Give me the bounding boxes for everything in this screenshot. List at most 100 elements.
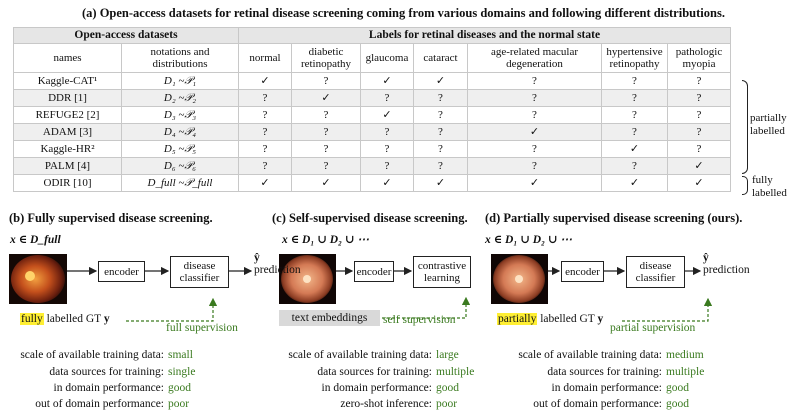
panel-d-flow [491, 254, 713, 322]
gt-label-b: fully labelled GT y [20, 313, 110, 325]
col-amd: age-related macular degeneration [467, 43, 602, 73]
stat-row-c: zero-shot inference: [340, 398, 432, 410]
y-hat-b: ŷ [254, 252, 260, 264]
table-row: Kaggle-HR² D₅ ~𝒫₅ ? ? ? ? ? ✓ ? [13, 140, 731, 158]
stat-value-d: good [666, 382, 689, 394]
label-cell: ✓ [667, 157, 731, 175]
encoder-box-b: encoder [98, 261, 145, 282]
stat-label: in domain performance: [551, 382, 663, 394]
panel-c-flow [279, 254, 471, 319]
stat-row-c: in domain performance: [322, 382, 433, 394]
stat-row-b: data sources for training: [49, 366, 164, 378]
stat-label: zero-shot inference: [340, 398, 432, 410]
optic-disc-c [303, 275, 311, 283]
gt-text-d: labelled GT [540, 313, 595, 325]
dataset-name: PALM [4] [13, 157, 122, 175]
dataset-name: Kaggle-HR² [13, 140, 122, 158]
stat-label: data sources for training: [547, 366, 662, 378]
supervision-label-c: self supervision [383, 314, 456, 326]
dashed-supervision-c [382, 296, 471, 319]
label-cell: ✓ [667, 174, 731, 192]
label-cell: ? [291, 140, 361, 158]
stat-row-c: scale of available training data: [288, 349, 432, 361]
stat-value-c: good [436, 382, 459, 394]
supervision-label-b: full supervision [166, 322, 238, 334]
label-cell: ? [238, 140, 292, 158]
table-row: PALM [4] D₆ ~𝒫₆ ? ? ? ? ? ? ✓ [13, 157, 731, 175]
stat-value-b: poor [168, 398, 190, 410]
dataset-notation: D₆ ~𝒫₆ [121, 157, 239, 175]
dataset-name: REFUGE2 [2] [13, 106, 122, 124]
table-row: ODIR [10] D_full ~𝒫_full ✓ ✓ ✓ ✓ ✓ ✓ ✓ [13, 174, 731, 192]
label-cell: ✓ [413, 174, 468, 192]
stat-row-b: out of domain performance: [35, 398, 164, 410]
stat-label: in domain performance: [53, 382, 165, 394]
col-notations: notations and distributions [121, 43, 239, 73]
panel-d-input: x ∈ D₁ ∪ D₂ ∪ ⋯ [485, 234, 572, 246]
dataset-name: Kaggle-CAT¹ [13, 72, 122, 90]
header-labels: Labels for retinal diseases and the norm… [238, 27, 731, 44]
dashed-supervision-b [126, 297, 218, 322]
table-row: ADAM [3] D₄ ~𝒫₄ ? ? ? ? ✓ ? ? [13, 123, 731, 141]
label-cell: ✓ [467, 174, 602, 192]
dataset-notation: D₃ ~𝒫₃ [121, 106, 239, 124]
stat-value-b: good [168, 382, 191, 394]
stat-value-c: multiple [436, 366, 475, 378]
stat-label: in domain performance: [321, 382, 433, 394]
label-cell: ? [291, 106, 361, 124]
stat-value-b: small [168, 349, 193, 361]
stat-row-b: scale of available training data: [20, 349, 164, 361]
label-cell: ✓ [601, 140, 668, 158]
stat-value-d: medium [666, 349, 704, 361]
fully-labelled-text: fully labelled [752, 174, 787, 199]
label-cell: ✓ [291, 89, 361, 107]
stat-value-d: good [666, 398, 689, 410]
panel-d-title: (d) Partially supervised disease screeni… [485, 211, 743, 225]
dataset-notation: D₅ ~𝒫₅ [121, 140, 239, 158]
gt-highlight-d: partially [497, 313, 538, 325]
dashed-supervision-d [622, 297, 713, 322]
encoder-box-d: encoder [561, 261, 604, 282]
stat-row-b: in domain performance: [54, 382, 165, 394]
stat-value-c: large [436, 349, 459, 361]
panel-b-input: x ∈ D_full [10, 234, 61, 246]
dataset-notation: D₂ ~𝒫₂ [121, 89, 239, 107]
gt-symbol-b: y [103, 313, 110, 325]
label-cell: ? [413, 106, 468, 124]
gt-symbol-d: y [597, 313, 604, 325]
encoder-box-c: encoder [354, 261, 394, 282]
classifier-box-b: disease classifier [170, 256, 229, 288]
stat-row-d: in domain performance: [552, 382, 663, 394]
label-cell: ? [667, 106, 731, 124]
label-cell: ? [667, 123, 731, 141]
label-cell: ✓ [360, 174, 414, 192]
label-cell: ? [413, 140, 468, 158]
panel-b-title: (b) Fully supervised disease screening. [9, 211, 213, 225]
label-cell: ? [413, 89, 468, 107]
stat-label: scale of available training data: [288, 349, 432, 361]
stat-row-d: scale of available training data: [518, 349, 662, 361]
panel-a-title: (a) Open-access datasets for retinal dis… [82, 6, 725, 20]
col-hypertensive-retinopathy: hypertensive retinopathy [601, 43, 668, 73]
label-cell: ✓ [601, 174, 668, 192]
stat-label: data sources for training: [317, 366, 432, 378]
col-glaucoma: glaucoma [360, 43, 414, 73]
contrastive-learning-box: contrastive learning [413, 256, 471, 288]
label-cell: ? [467, 157, 602, 175]
retina-b [11, 255, 65, 303]
table-row: DDR [1] D₂ ~𝒫₂ ? ✓ ? ? ? ? ? [13, 89, 731, 107]
dataset-notation: D₄ ~𝒫₄ [121, 123, 239, 141]
label-cell: ✓ [360, 72, 414, 90]
label-cell: ? [291, 123, 361, 141]
stat-label: data sources for training: [49, 366, 164, 378]
label-cell: ? [667, 72, 731, 90]
gt-label-d: partially labelled GT y [497, 313, 603, 325]
partially-labelled-text: partially labelled [750, 112, 787, 137]
text-embeddings-box: text embeddings [279, 310, 380, 326]
y-hat-d: ŷ [703, 252, 709, 264]
stat-row-d: out of domain performance: [533, 398, 662, 410]
gt-text-b: labelled GT [46, 313, 102, 325]
table-row: REFUGE2 [2] D₃ ~𝒫₃ ? ? ✓ ? ? ? ? [13, 106, 731, 124]
label-cell: ✓ [360, 106, 414, 124]
